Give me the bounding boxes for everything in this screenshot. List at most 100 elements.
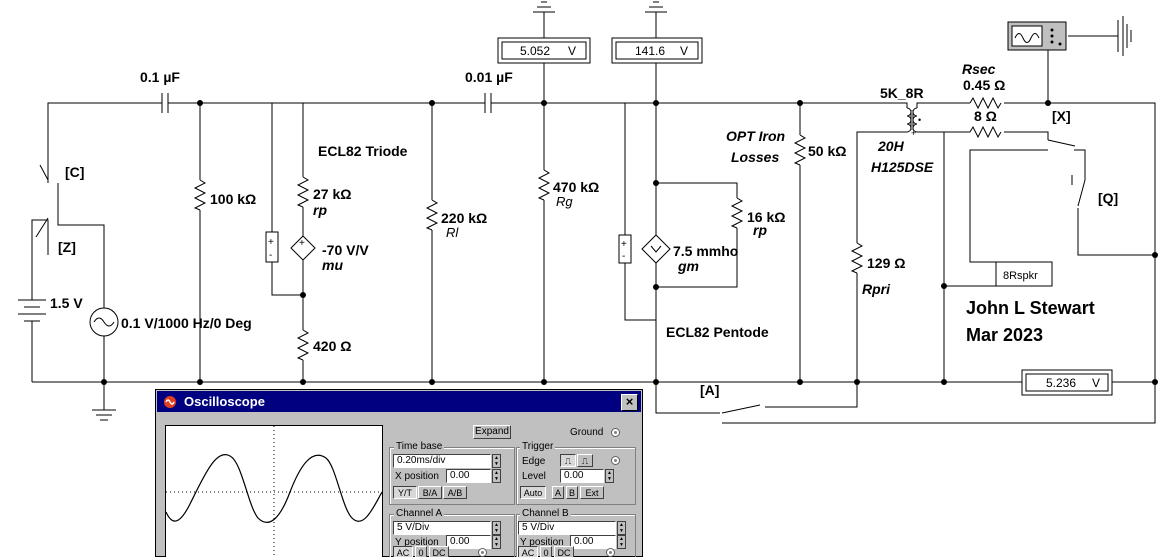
pentode-title: ECL82 Pentode — [666, 324, 769, 340]
r-129-name: Rpri — [862, 281, 891, 297]
r-27k-value: 27 kΩ — [313, 186, 351, 202]
r-50k-value: 50 kΩ — [808, 143, 846, 159]
level-input[interactable]: 0.00 — [560, 469, 604, 483]
edge-label: Edge — [522, 456, 546, 467]
r-8-value: 8 Ω — [974, 108, 997, 124]
timebase-input[interactable]: 0.20ms/div — [393, 454, 491, 468]
r-27k-name: rp — [313, 202, 327, 218]
oscilloscope-titlebar[interactable]: Oscilloscope × — [157, 391, 641, 412]
oscilloscope-icon[interactable] — [1007, 21, 1067, 51]
voltmeter-1-unit: V — [568, 44, 576, 58]
opt-losses-line2: Losses — [731, 149, 779, 165]
channel-a-ypos-spinner[interactable]: ▲▼ — [492, 535, 501, 549]
oscilloscope-app-icon — [164, 396, 176, 408]
channel-b-ypos-input[interactable]: 0.00 — [570, 535, 616, 549]
edge-rising-button[interactable]: ⎍ — [560, 454, 576, 467]
svg-text:+: + — [299, 238, 305, 249]
trigger-a-button[interactable]: A — [552, 486, 564, 499]
r-220k-name: Rl — [446, 225, 459, 240]
mu-value: -70 V/V — [322, 242, 369, 258]
voltmeter-3-value: 5.236 — [1046, 376, 1076, 390]
source-value: 0.1 V/1000 Hz/0 Deg — [121, 315, 252, 331]
falling-edge-icon: ⎍ — [581, 456, 589, 466]
close-button[interactable]: × — [621, 394, 638, 411]
channel-b-zero-button[interactable]: 0 — [540, 546, 552, 557]
switch-z-label[interactable]: [Z] — [58, 239, 76, 255]
channel-a-ypos-input[interactable]: 0.00 — [446, 535, 491, 549]
channel-a-dc-button[interactable]: DC — [429, 546, 449, 557]
channel-a-ac-button[interactable]: AC — [393, 546, 413, 557]
xpos-spinner[interactable]: ▲▼ — [492, 469, 501, 483]
channel-b-terminal[interactable] — [606, 548, 615, 557]
channel-a-ypos-label: Y position — [395, 537, 439, 548]
oscilloscope-window[interactable]: Oscilloscope × Expand Ground Time base 0… — [155, 389, 643, 557]
expand-button[interactable]: Expand — [473, 425, 511, 439]
switch-c-label[interactable]: [C] — [65, 164, 84, 180]
channel-b-ypos-label: Y position — [520, 537, 564, 548]
ground-terminal[interactable] — [611, 428, 620, 437]
voltmeter-3[interactable]: 5.236 V — [1021, 369, 1113, 396]
r-220k-value: 220 kΩ — [441, 210, 487, 226]
trigger-terminal[interactable] — [611, 456, 620, 465]
mu-name: mu — [322, 257, 343, 273]
voltmeter-2-value: 141.6 — [635, 44, 665, 58]
xpos-input[interactable]: 0.00 — [446, 469, 491, 483]
trigger-group — [516, 447, 636, 505]
svg-text:-: - — [269, 250, 272, 261]
rsec-name: Rsec — [962, 61, 996, 77]
triode-title: ECL82 Triode — [318, 143, 408, 159]
transformer-inductance: 20H — [877, 138, 905, 154]
r-129-value: 129 Ω — [867, 255, 905, 271]
voltmeter-1[interactable]: 5.052 V — [497, 37, 591, 64]
speaker-component[interactable]: 8Rspkr — [995, 261, 1053, 287]
r-16k-name: rp — [753, 222, 767, 238]
mode-ab-button[interactable]: A/B — [443, 486, 467, 499]
channel-b-scale-spinner[interactable]: ▲▼ — [617, 521, 626, 535]
edge-falling-button[interactable]: ⎍ — [577, 454, 593, 467]
ground-label: Ground — [570, 427, 604, 438]
channel-a-scale-spinner[interactable]: ▲▼ — [492, 521, 501, 535]
channel-a-terminal[interactable] — [478, 548, 487, 557]
channel-b-ypos-spinner[interactable]: ▲▼ — [617, 535, 626, 549]
author-name: John L Stewart — [966, 298, 1095, 318]
channel-a-scale-input[interactable]: 5 V/Div — [393, 521, 491, 535]
switch-q-label[interactable]: [Q] — [1098, 190, 1118, 206]
r-420-value: 420 Ω — [313, 338, 351, 354]
r-100k-value: 100 kΩ — [210, 191, 256, 207]
svg-text:+: + — [621, 239, 627, 250]
c1-value: 0.1 µF — [140, 69, 180, 85]
gm-value: 7.5 mmho — [673, 243, 738, 259]
transformer-model: H125DSE — [871, 159, 934, 175]
oscilloscope-title: Oscilloscope — [184, 394, 265, 409]
rsec-value: 0.45 Ω — [963, 77, 1005, 93]
channel-a-zero-button[interactable]: 0 — [415, 546, 427, 557]
trigger-ext-button[interactable]: Ext — [580, 486, 604, 499]
voltmeter-3-unit: V — [1092, 376, 1100, 390]
trigger-b-button[interactable]: B — [566, 486, 578, 499]
svg-text:+: + — [268, 237, 274, 248]
channel-b-scale-input[interactable]: 5 V/Div — [518, 521, 616, 535]
channel-a-group — [389, 514, 515, 557]
timebase-label: Time base — [394, 441, 445, 452]
scope-display — [165, 425, 383, 557]
channel-b-dc-button[interactable]: DC — [554, 546, 574, 557]
channel-b-ac-button[interactable]: AC — [518, 546, 538, 557]
mode-yt-button[interactable]: Y/T — [393, 486, 417, 499]
voltmeter-2[interactable]: 141.6 V — [611, 37, 703, 64]
level-spinner[interactable]: ▲▼ — [605, 469, 614, 483]
r-470k-name: Rg — [556, 194, 573, 209]
channel-b-group — [516, 514, 636, 557]
svg-text:-: - — [622, 251, 625, 262]
gm-name: gm — [677, 258, 699, 274]
mode-ba-button[interactable]: B/A — [418, 486, 442, 499]
rising-edge-icon: ⎍ — [564, 456, 572, 466]
svg-text:+: + — [911, 128, 916, 138]
level-label: Level — [522, 471, 546, 482]
voltmeter-2-unit: V — [680, 44, 688, 58]
timebase-spinner[interactable]: ▲▼ — [492, 454, 501, 468]
scope-trace — [166, 426, 382, 557]
trigger-auto-button[interactable]: Auto — [520, 486, 546, 499]
switch-a-label[interactable]: [A] — [700, 382, 719, 398]
